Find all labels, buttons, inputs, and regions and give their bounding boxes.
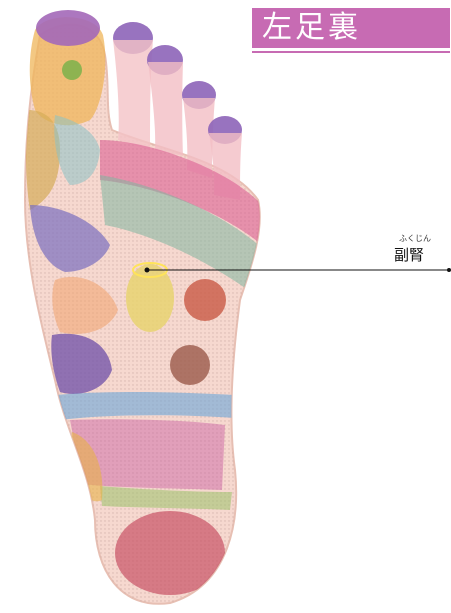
callout-label: 副腎: [394, 244, 424, 265]
big-toe-spot: [62, 60, 82, 80]
callout-end-dot: [447, 268, 451, 272]
zone-heel: [115, 511, 225, 595]
big-toe-tip: [36, 10, 100, 46]
zone-kidney: [184, 279, 226, 321]
zone-adrenal: [126, 264, 174, 332]
title-underline: [252, 51, 450, 53]
zone-bladder: [170, 345, 210, 385]
page-title: 左足裏: [252, 8, 450, 48]
callout-start-dot: [145, 268, 150, 273]
third-toe: [148, 62, 183, 156]
second-toe: [113, 40, 153, 150]
callout-ruby: ふくじん: [399, 233, 431, 244]
